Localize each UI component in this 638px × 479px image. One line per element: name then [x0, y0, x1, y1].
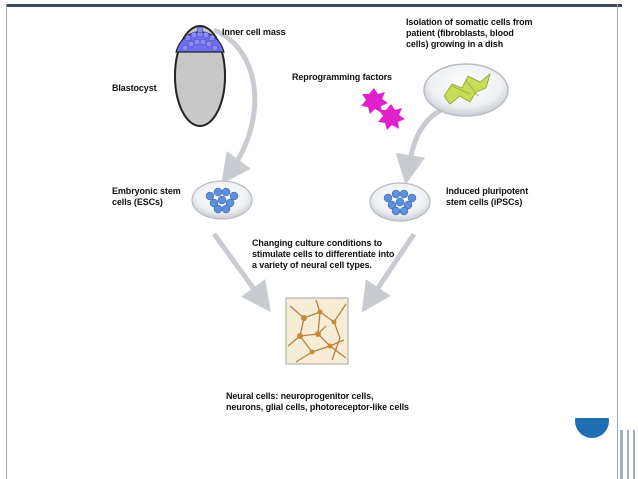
ipsc-dish [369, 182, 431, 222]
reprogramming-factor-stars [361, 88, 405, 130]
arrow-dish-to-ipsc [395, 105, 448, 185]
label-inner-cell-mass: Inner cell mass [222, 27, 286, 37]
decor-stripe [633, 430, 635, 479]
label-culture-conditions: Changing culture conditions to stimulate… [252, 238, 395, 270]
somatic-cell-dish [423, 63, 509, 117]
arrow-esc-to-neural [211, 232, 271, 313]
top-border [6, 4, 622, 7]
label-esc: Embryonic stem cells (ESCs) [112, 186, 181, 207]
arrow-ipsc-to-neural [361, 232, 417, 313]
decor-circle [575, 418, 609, 438]
decor-stripe [627, 430, 629, 479]
label-reprogramming-factors: Reprogramming factors [292, 72, 392, 82]
right-border [617, 4, 618, 479]
esc-dish [191, 180, 253, 220]
decor-stripe [620, 430, 623, 479]
neural-cells-image [285, 297, 349, 365]
label-somatic-cells: Isolation of somatic cells from patient … [406, 17, 533, 49]
label-blastocyst: Blastocyst [112, 83, 157, 93]
label-ipsc: Induced pluripotent stem cells (iPSCs) [446, 186, 529, 207]
arrow-blastocyst-to-esc [212, 27, 258, 185]
blastocyst-graphic [174, 25, 226, 127]
label-neural-cells: Neural cells: neuroprogenitor cells, neu… [226, 391, 409, 412]
left-border [6, 4, 7, 479]
